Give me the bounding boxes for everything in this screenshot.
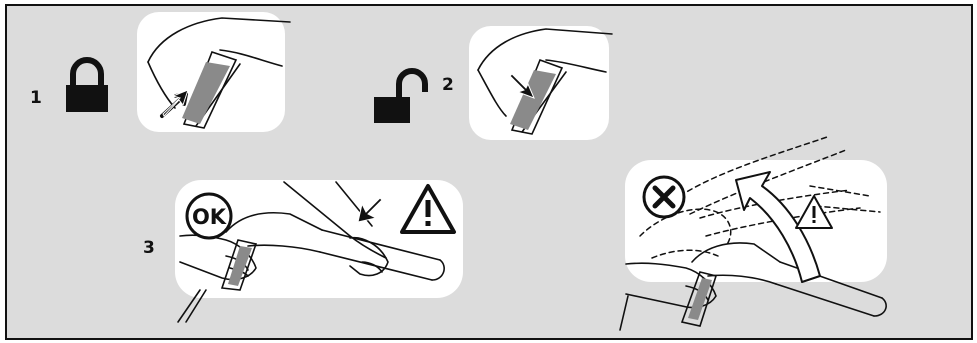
ok-badge-label: OK — [192, 205, 227, 229]
step-1-panel — [137, 12, 290, 132]
step-2-number: 2 — [442, 75, 454, 95]
step-2-panel — [469, 26, 612, 140]
step-1-number: 1 — [30, 88, 42, 108]
cross-circle-icon — [644, 177, 684, 217]
ok-badge: OK — [187, 194, 231, 238]
step-3-number: 3 — [143, 238, 155, 258]
